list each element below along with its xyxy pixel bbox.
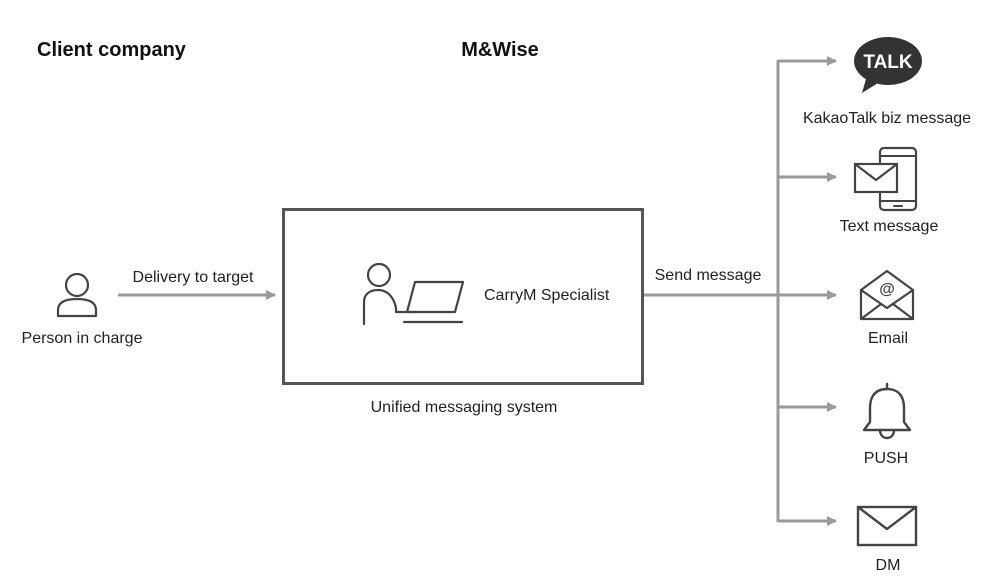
dm-label: DM (875, 557, 901, 574)
worker-laptop-icon (360, 262, 466, 326)
kakaotalk-icon: TALK (852, 35, 924, 97)
email-icon: @ (858, 268, 916, 322)
send-message-label: Send message (654, 267, 762, 284)
email-label: Email (867, 330, 909, 347)
mwise-heading: M&Wise (461, 39, 539, 61)
client-company-heading: Client company (37, 39, 186, 61)
kakaotalk-label: KakaoTalk biz message (802, 110, 972, 127)
text-message-label: Text message (839, 218, 939, 235)
unified-messaging-caption: Unified messaging system (370, 399, 558, 416)
svg-text:@: @ (879, 281, 895, 298)
bell-icon (860, 380, 914, 440)
carrym-specialist-label: CarryM Specialist (484, 287, 610, 304)
unified-messaging-box (282, 208, 644, 385)
envelope-icon (856, 505, 918, 547)
kakaotalk-icon-text: TALK (863, 52, 913, 73)
delivery-label: Delivery to target (132, 269, 254, 286)
person-in-charge-label: Person in charge (21, 330, 143, 347)
push-label: PUSH (863, 450, 909, 467)
phone-message-icon (852, 146, 922, 212)
person-icon (55, 272, 99, 318)
